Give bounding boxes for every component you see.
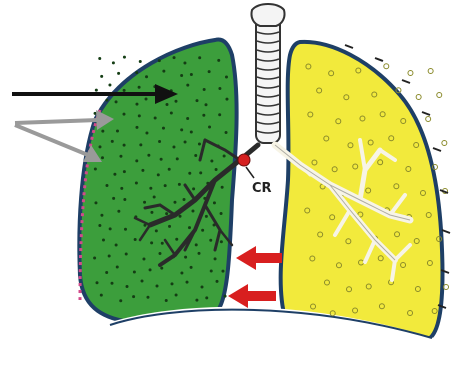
trachea [251,4,284,143]
arrow-left-icon [236,246,282,270]
arrow-left-icon [228,284,276,308]
carina-marker [238,154,250,166]
cr-label: CR [252,181,272,196]
cr-pointer [246,167,254,178]
arrow-right-icon [15,110,114,130]
